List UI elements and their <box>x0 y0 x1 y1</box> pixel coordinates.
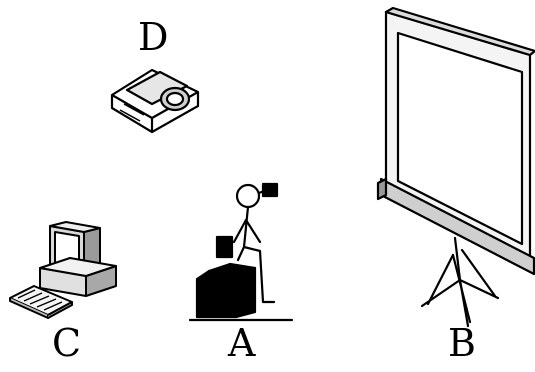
computer-icon <box>9 221 117 319</box>
projector-label: D <box>138 15 169 59</box>
projection-screen-icon <box>376 6 535 328</box>
presenter-icon <box>188 182 294 322</box>
presenter-label: A <box>228 321 256 365</box>
computer-label: C <box>52 321 82 365</box>
screen-label: B <box>448 321 476 365</box>
projector-icon <box>110 68 200 134</box>
